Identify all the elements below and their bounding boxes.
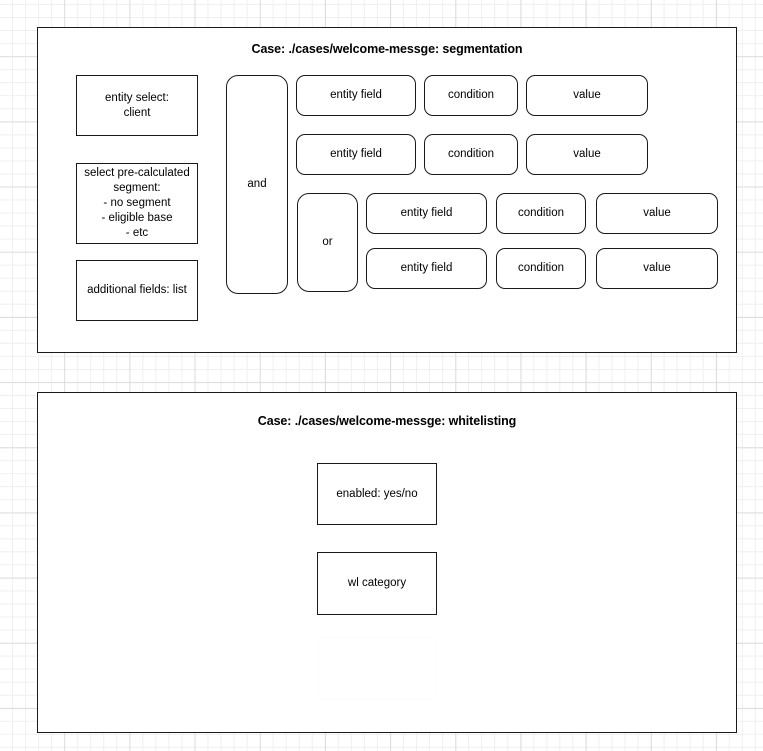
node-or-row2-entity-field[interactable]: entity field (366, 248, 487, 289)
node-or-row1-entity-field[interactable]: entity field (366, 193, 487, 234)
node-or-row2-value[interactable]: value (596, 248, 718, 289)
node-and-row2-value[interactable]: value (526, 134, 648, 175)
node-or-row1-value[interactable]: value (596, 193, 718, 234)
node-whitelisting-ghost-placeholder[interactable] (317, 637, 437, 700)
panel-segmentation-title: Case: ./cases/welcome-messge: segmentati… (251, 42, 523, 56)
node-entity-select[interactable]: entity select: client (76, 75, 198, 136)
node-and-row1-entity-field[interactable]: entity field (296, 75, 416, 116)
group-and-operator[interactable]: and (226, 75, 288, 294)
node-whitelisting-category[interactable]: wl category (317, 552, 437, 615)
node-precalculated-segment[interactable]: select pre-calculated segment: - no segm… (76, 163, 198, 244)
node-or-row1-condition[interactable]: condition (496, 193, 586, 234)
node-and-row2-entity-field[interactable]: entity field (296, 134, 416, 175)
panel-whitelisting-title: Case: ./cases/welcome-messge: whitelisti… (257, 414, 517, 428)
node-and-row2-condition[interactable]: condition (424, 134, 518, 175)
group-or-operator[interactable]: or (297, 193, 358, 292)
node-and-row1-condition[interactable]: condition (424, 75, 518, 116)
node-whitelisting-enabled[interactable]: enabled: yes/no (317, 463, 437, 525)
node-or-row2-condition[interactable]: condition (496, 248, 586, 289)
node-additional-fields[interactable]: additional fields: list (76, 260, 198, 321)
node-and-row1-value[interactable]: value (526, 75, 648, 116)
